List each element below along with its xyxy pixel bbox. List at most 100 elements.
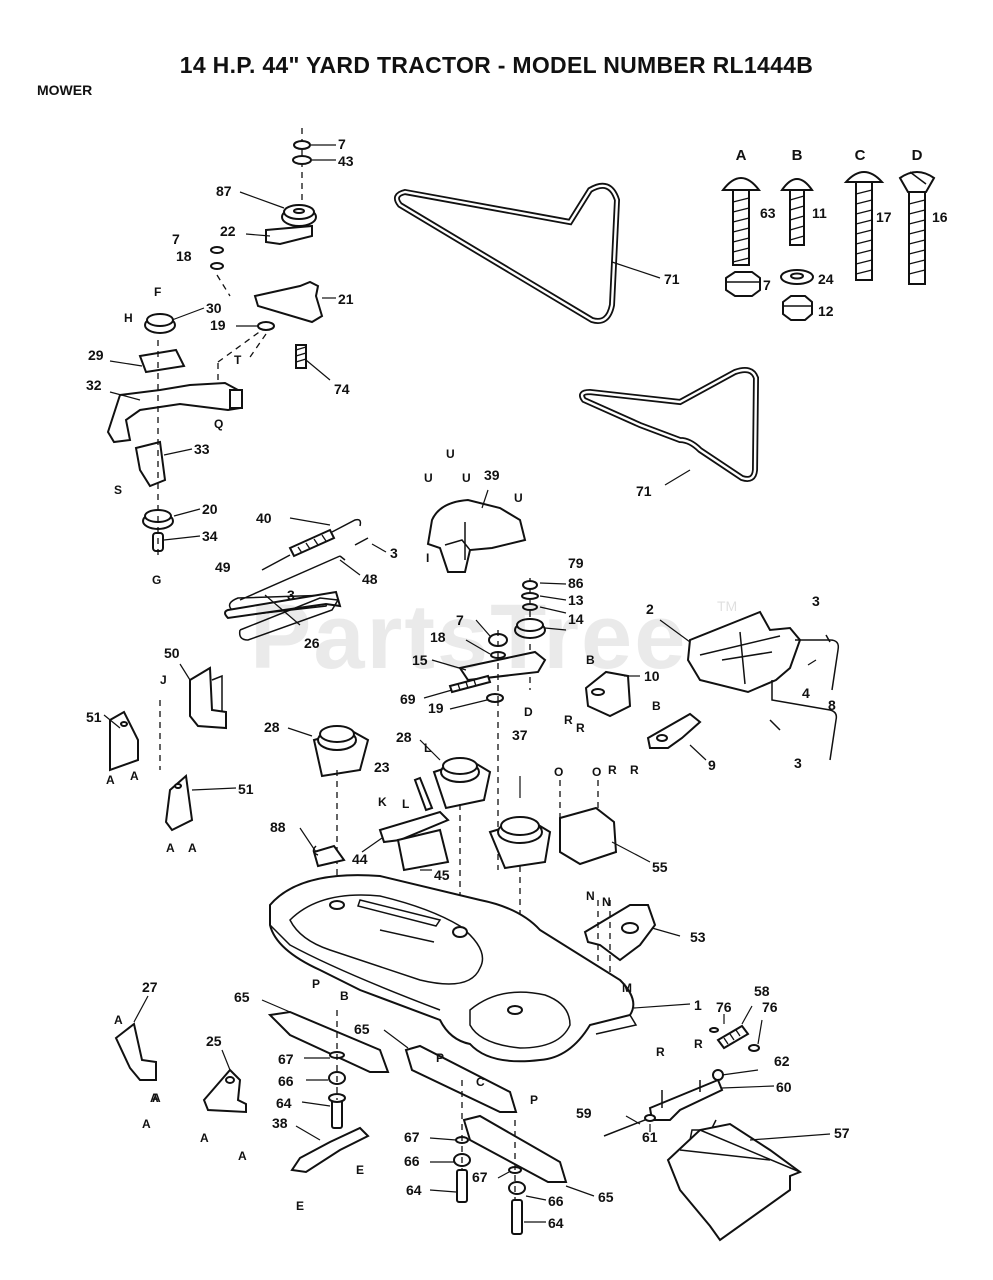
callout-label: 74 — [334, 381, 350, 397]
watermark-tm: TM — [717, 598, 738, 614]
ref-letter: A — [114, 1013, 123, 1027]
callout-label: 27 — [142, 979, 158, 995]
hex-nut-b-icon — [782, 295, 813, 321]
ref-letter: E — [356, 1163, 364, 1177]
callout-label: 76 — [762, 999, 778, 1015]
callout-label: 39 — [484, 467, 500, 483]
callout-label: 22 — [220, 223, 236, 239]
idler-assembly-upper — [210, 128, 336, 381]
callout-label: 7 — [456, 612, 464, 628]
ref-letter: T — [234, 353, 242, 367]
callout-label: 88 — [270, 819, 286, 835]
ref-letter: A — [166, 841, 175, 855]
spring-rod-assembly — [224, 517, 387, 641]
page-title: 14 H.P. 44" YARD TRACTOR - MODEL NUMBER … — [179, 52, 814, 78]
callout-label: 21 — [338, 291, 354, 307]
callout-label: 26 — [304, 635, 320, 651]
callout-label: 71 — [636, 483, 652, 499]
callout-label: 3 — [812, 593, 820, 609]
ref-letter: K — [378, 795, 387, 809]
carriage-bolt-b-icon — [780, 178, 814, 246]
callout-label: 34 — [202, 528, 218, 544]
callout-label: 64 — [406, 1182, 422, 1198]
callout-label: 59 — [576, 1105, 592, 1121]
ref-letter: N — [602, 895, 611, 909]
callout-label: 65 — [354, 1021, 370, 1037]
ref-letter: R — [608, 763, 617, 777]
hardware-c-bolt-number: 17 — [876, 209, 892, 225]
hardware-a-nut-number: 7 — [763, 277, 771, 293]
callout-label: 55 — [652, 859, 668, 875]
callout-label: 50 — [164, 645, 180, 661]
ref-letter: H — [124, 311, 133, 325]
callout-label: 10 — [644, 668, 660, 684]
ref-letter: O — [592, 765, 601, 779]
callout-label: 7 — [172, 231, 180, 247]
ref-letter: A — [152, 1091, 161, 1105]
callout-label: 3 — [794, 755, 802, 771]
hardware-letter-a: A — [736, 147, 747, 164]
callout-label: 7 — [338, 136, 346, 152]
ref-letter: P — [436, 1051, 444, 1065]
ref-letter: I — [426, 551, 429, 565]
callout-label: 67 — [278, 1051, 294, 1067]
callout-label: 51 — [86, 709, 102, 725]
callout-label: 9 — [708, 757, 716, 773]
watermark-text: PartsTree — [250, 586, 688, 688]
reference-letters: F H T Q S G U U U U J I B R R D B R R K … — [106, 285, 703, 1213]
ref-letter: M — [622, 981, 632, 995]
callout-label: 4 — [802, 685, 810, 701]
lift-bracket-assembly — [584, 610, 840, 761]
ref-letter: A — [188, 841, 197, 855]
callout-label: 29 — [88, 347, 104, 363]
callout-label: 48 — [362, 571, 378, 587]
ref-letter: O — [554, 765, 563, 779]
ref-letter: N — [586, 889, 595, 903]
callout-label: 28 — [396, 729, 412, 745]
ref-letter: R — [656, 1045, 665, 1059]
ref-letter: B — [652, 699, 661, 713]
ref-letter: A — [142, 1117, 151, 1131]
callout-label: 49 — [215, 559, 231, 575]
callout-label: 18 — [176, 248, 192, 264]
callout-label: 3 — [287, 587, 295, 603]
hardware-letter-d: D — [912, 147, 923, 164]
ref-letter: U — [446, 447, 455, 461]
ref-letter: P — [530, 1093, 538, 1107]
ref-letter: L — [402, 797, 409, 811]
ref-letter: U — [462, 471, 471, 485]
hardware-b-bolt-number: 11 — [812, 205, 827, 221]
callout-label: 67 — [404, 1129, 420, 1145]
washer-b-icon — [780, 269, 814, 285]
hardware-letter-b: B — [792, 147, 803, 164]
ref-letter: A — [130, 769, 139, 783]
hardware-a-bolt-number: 63 — [760, 205, 776, 221]
callout-label: 51 — [238, 781, 254, 797]
callout-label: 66 — [404, 1153, 420, 1169]
callout-label: 86 — [568, 575, 584, 591]
ref-letter: R — [694, 1037, 703, 1051]
ref-letter: R — [630, 763, 639, 777]
callout-label: 8 — [828, 697, 836, 713]
callout-label: 23 — [374, 759, 390, 775]
ref-letter: B — [340, 989, 349, 1003]
ref-letter: B — [586, 653, 595, 667]
ref-letter: C — [476, 1075, 485, 1089]
callout-label: 64 — [276, 1095, 292, 1111]
callout-label: 1 — [694, 997, 702, 1013]
ref-letter: G — [152, 573, 161, 587]
callout-label: 65 — [234, 989, 250, 1005]
ref-letter: A — [106, 773, 115, 787]
ref-letter: S — [114, 483, 122, 497]
hardware-legend: A B C D 63 7 11 24 12 17 16 — [720, 147, 948, 321]
callout-label: 71 — [664, 271, 680, 287]
mower-deck — [269, 874, 691, 1063]
callout-label: 30 — [206, 300, 222, 316]
ref-letter: Q — [214, 417, 223, 431]
callout-label: 57 — [834, 1125, 850, 1141]
callout-label: 28 — [264, 719, 280, 735]
callout-label: 79 — [568, 555, 584, 571]
callout-label: 66 — [278, 1073, 294, 1089]
